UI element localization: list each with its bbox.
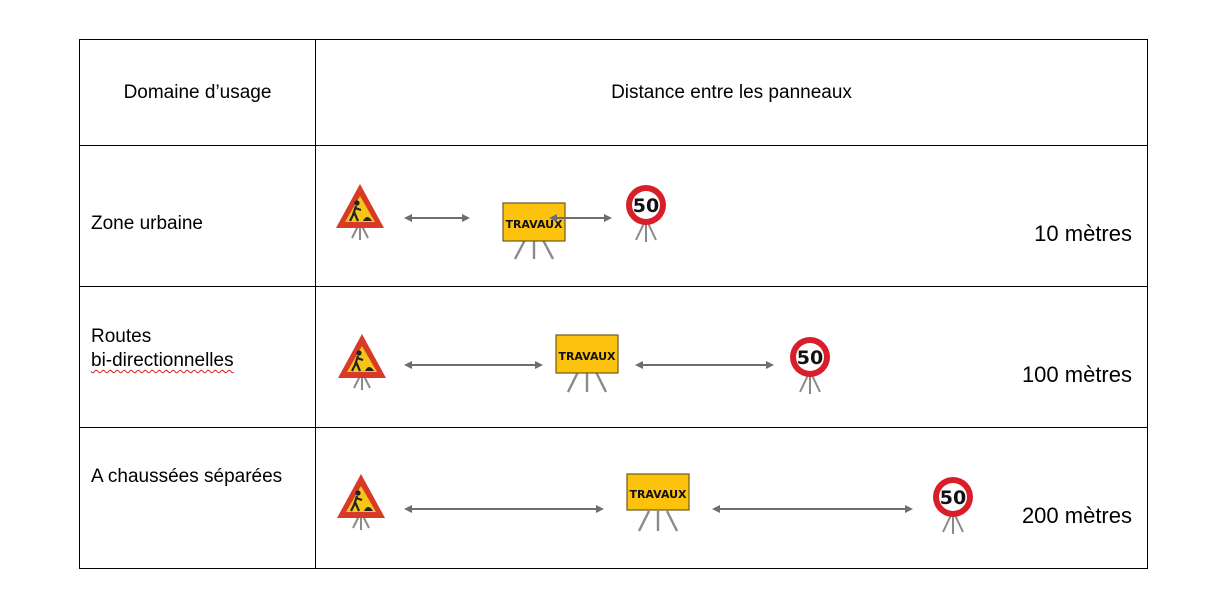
svg-text:50: 50 [940, 487, 966, 509]
speed-limit-50-icon: 50 [933, 477, 973, 534]
road-works-triangle-icon [338, 334, 386, 390]
double-arrow-icon [549, 214, 612, 222]
svg-text:50: 50 [797, 347, 823, 369]
domain-cell: Zone urbaine [79, 145, 316, 287]
domain-label: A chaussées séparées [91, 466, 283, 487]
svg-text:50: 50 [633, 195, 659, 217]
double-arrow-icon [404, 505, 604, 513]
road-works-triangle-icon [336, 184, 384, 240]
table-row: Zone urbaine [79, 145, 1148, 287]
header-domain: Domaine d’usage [79, 39, 316, 146]
table-row: Routes bi-directionnelles [79, 286, 1148, 428]
double-arrow-icon [712, 505, 913, 513]
svg-text:TRAVAUX: TRAVAUX [505, 218, 563, 231]
speed-limit-50-icon: 50 [626, 185, 666, 242]
domain-cell: Routes bi-directionnelles [79, 286, 316, 428]
distance-cell: TRAVAUX 50 200 mètres [315, 427, 1148, 569]
distance-value: 200 mètres [1021, 503, 1132, 528]
header-row: Domaine d’usage Distance entre les panne… [79, 39, 1148, 146]
signage-distance-table: Domaine d’usage Distance entre les panne… [79, 39, 1148, 569]
travaux-panel-icon: TRAVAUX [626, 473, 690, 532]
sign-sequence: TRAVAUX 50 [338, 334, 830, 394]
distance-cell: TRAVAUX 50 100 mètres [315, 286, 1148, 428]
domain-cell: A chaussées séparées [79, 427, 316, 569]
distance-value: 10 mètres [1034, 221, 1132, 246]
sign-sequence: TRAVAUX 50 [337, 473, 973, 534]
travaux-panel-icon: TRAVAUX [502, 202, 566, 260]
double-arrow-icon [404, 361, 543, 369]
double-arrow-icon [404, 214, 470, 222]
speed-limit-50-icon: 50 [790, 337, 830, 394]
domain-label: Routes bi-directionnelles [91, 326, 234, 371]
svg-text:TRAVAUX: TRAVAUX [558, 350, 616, 363]
svg-text:TRAVAUX: TRAVAUX [629, 488, 687, 501]
distance-value: 100 mètres [1021, 362, 1132, 387]
road-works-triangle-icon [337, 474, 385, 530]
domain-label: Zone urbaine [91, 213, 203, 234]
double-arrow-icon [635, 361, 774, 369]
distance-cell: TRAVAUX 50 10 mètres [315, 145, 1148, 287]
travaux-panel-icon: TRAVAUX [555, 334, 619, 393]
header-distance: Distance entre les panneaux [315, 39, 1148, 146]
table-row: A chaussées séparées [79, 427, 1148, 569]
sign-sequence: TRAVAUX 50 [336, 184, 666, 260]
